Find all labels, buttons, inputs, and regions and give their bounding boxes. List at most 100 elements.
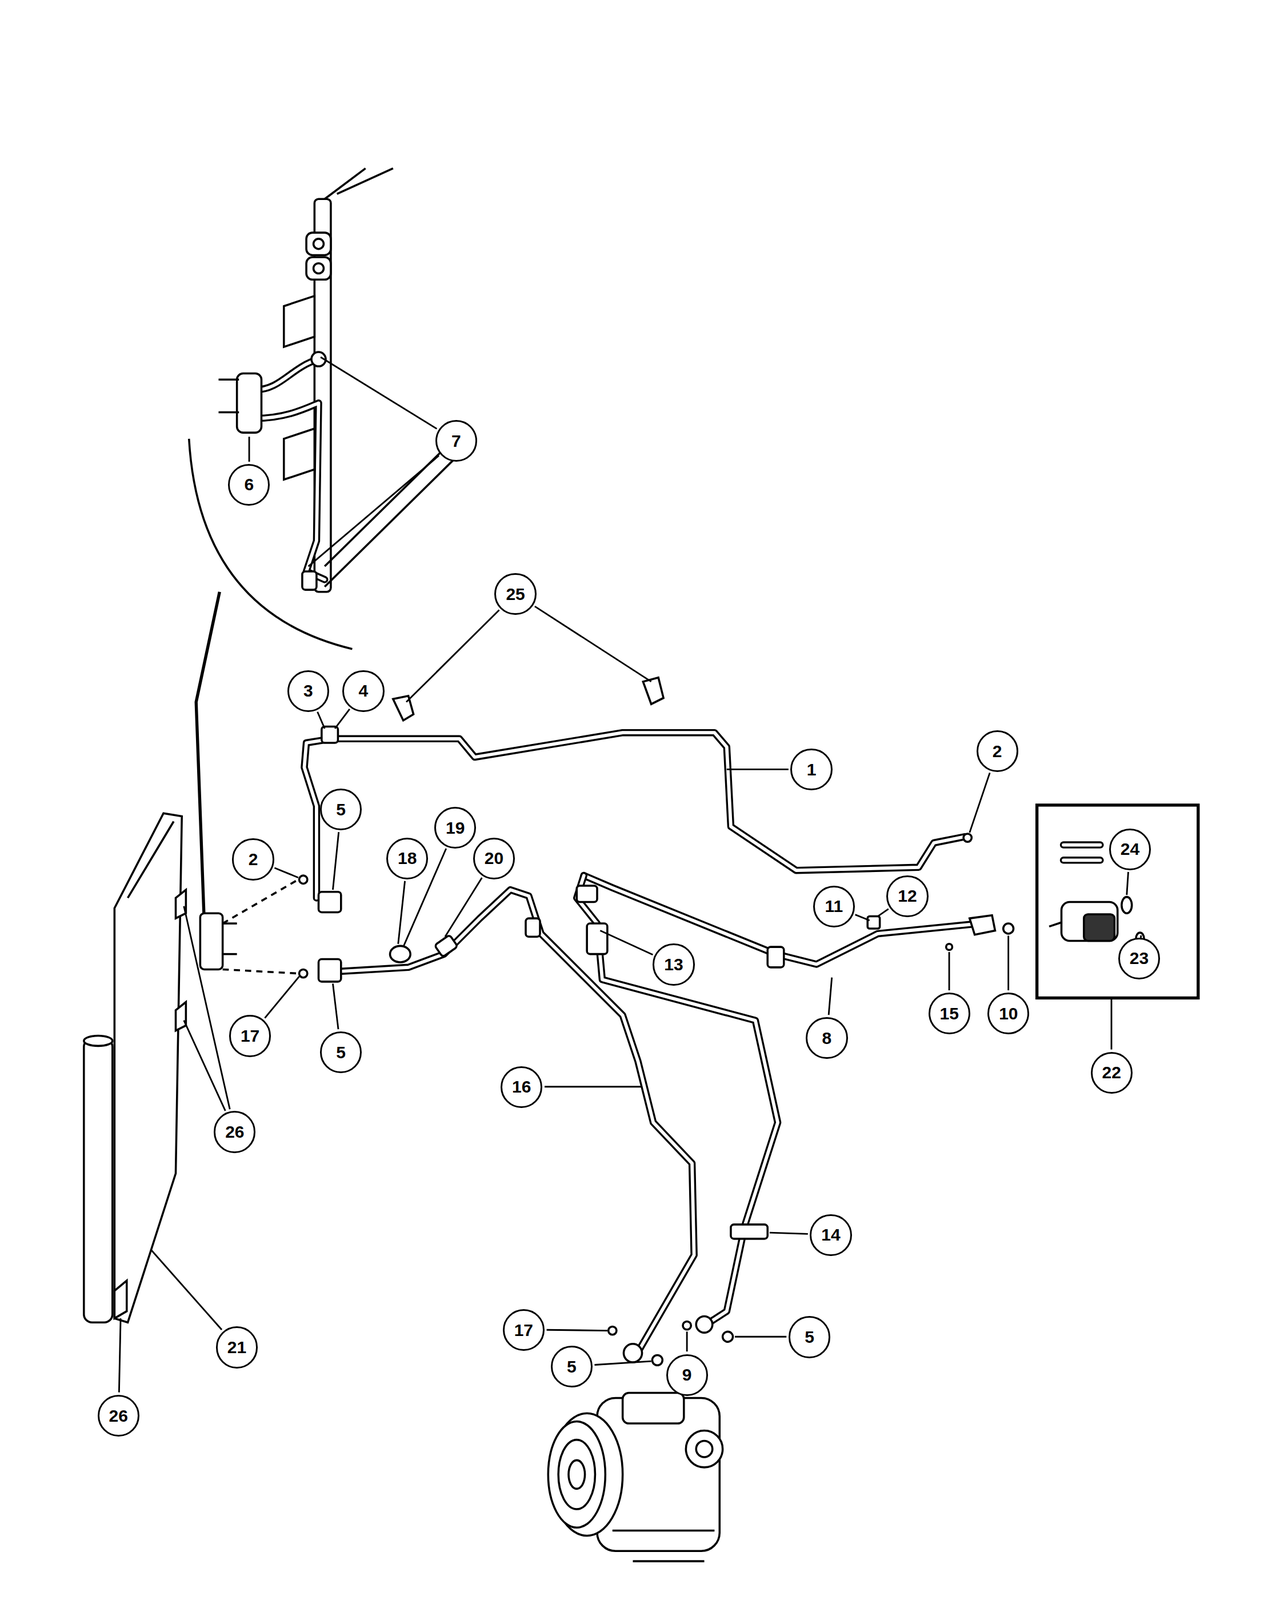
condenser	[84, 813, 308, 1323]
leader-line	[769, 1232, 808, 1234]
callout-number: 18	[397, 849, 417, 867]
callout-circle: 2	[232, 838, 274, 880]
callout-circle: 26	[213, 1110, 256, 1153]
callout-number: 26	[225, 1123, 244, 1141]
callout-circle: 10	[987, 992, 1030, 1035]
callout-circle: 24	[1109, 828, 1151, 871]
callout-circle: 14	[809, 1214, 852, 1256]
callout-number: 8	[822, 1029, 832, 1047]
callout-circle: 20	[473, 837, 515, 880]
leader-line	[308, 455, 439, 567]
callout-number: 25	[505, 585, 525, 603]
callout-number: 10	[998, 1005, 1018, 1023]
callout-circle: 13	[652, 943, 695, 986]
leader-line	[406, 610, 500, 703]
callout-circle: 16	[500, 1066, 543, 1108]
leader-line	[184, 906, 230, 1110]
compressor	[548, 1393, 723, 1562]
leader-line	[1126, 872, 1129, 895]
clips	[393, 677, 664, 721]
callout-number: 12	[897, 887, 917, 905]
leader-line	[248, 436, 251, 462]
callout-circle: 6	[228, 464, 270, 506]
leader-line	[544, 1085, 642, 1088]
leader-line	[184, 1020, 226, 1111]
callout-number: 5	[804, 1328, 815, 1346]
leader-line	[445, 877, 482, 937]
callout-number: 16	[512, 1078, 531, 1096]
leader-line	[118, 1318, 121, 1392]
callout-circle: 7	[435, 420, 478, 462]
leader-line	[320, 357, 437, 429]
callout-circle: 2	[976, 730, 1019, 772]
callout-circle: 11	[813, 885, 855, 928]
leader-line	[828, 977, 832, 1015]
callout-circle: 15	[928, 992, 971, 1035]
callout-number: 5	[336, 1044, 346, 1062]
leader-line	[855, 914, 870, 921]
callout-circle: 9	[666, 1354, 708, 1396]
callout-number: 24	[1120, 840, 1140, 858]
callout-number: 1	[806, 761, 817, 779]
callout-number: 21	[227, 1338, 247, 1356]
callout-number: 15	[940, 1005, 959, 1023]
leader-line	[546, 1329, 608, 1331]
callout-number: 19	[445, 819, 465, 837]
callout-number: 7	[451, 432, 462, 450]
leader-line	[948, 952, 951, 991]
leader-line	[877, 909, 889, 917]
callout-number: 23	[1129, 949, 1149, 967]
callout-number: 13	[664, 956, 683, 974]
callout-circle: 1	[790, 748, 832, 791]
callout-circle: 5	[320, 1031, 362, 1074]
callout-circle: 8	[805, 1017, 848, 1059]
callout-number: 2	[992, 742, 1003, 760]
callout-number: 17	[240, 1027, 260, 1045]
condenser-inset	[189, 168, 460, 924]
leader-line	[726, 768, 789, 771]
callout-circle: 17	[229, 1014, 271, 1057]
callout-circle: 22	[1090, 1052, 1133, 1094]
leader-line	[151, 1250, 222, 1331]
leader-line	[333, 832, 339, 890]
callout-number: 3	[303, 682, 314, 700]
callout-circle: 17	[502, 1309, 545, 1351]
leader-line	[1007, 936, 1010, 991]
leader-line	[274, 868, 298, 878]
leader-line	[600, 930, 653, 955]
callout-circle: 26	[97, 1394, 140, 1437]
callout-circle: 5	[550, 1345, 593, 1388]
leader-line	[334, 709, 350, 729]
refrigerant-lines	[304, 726, 1014, 1362]
callout-number: 20	[484, 849, 504, 867]
leader-line	[534, 606, 652, 682]
callout-number: 9	[682, 1366, 692, 1384]
leader-line	[398, 881, 406, 944]
callout-circle: 5	[788, 1316, 831, 1358]
callout-circle: 25	[494, 573, 536, 615]
callout-number: 5	[336, 801, 346, 819]
callout-number: 17	[514, 1321, 534, 1339]
callout-number: 11	[825, 897, 844, 915]
leader-line	[333, 983, 339, 1030]
callout-circle: 18	[386, 837, 428, 880]
callout-circle: 4	[342, 670, 384, 712]
callout-circle: 3	[287, 670, 330, 712]
callout-number: 5	[566, 1358, 577, 1376]
callout-circle: 5	[320, 788, 362, 831]
callout-circle: 12	[886, 875, 928, 918]
leader-line	[264, 976, 299, 1019]
callout-number: 22	[1102, 1064, 1122, 1082]
leader-line	[317, 712, 326, 729]
leader-line	[969, 772, 990, 833]
callout-number: 26	[109, 1407, 128, 1425]
callout-circle: 21	[216, 1326, 258, 1368]
leader-line	[594, 1361, 651, 1365]
callout-circle: 23	[1118, 937, 1160, 980]
switch-kit	[1037, 805, 1199, 999]
callout-circle: 19	[434, 806, 476, 849]
callout-number: 2	[248, 850, 259, 868]
leader-line	[686, 1331, 688, 1352]
